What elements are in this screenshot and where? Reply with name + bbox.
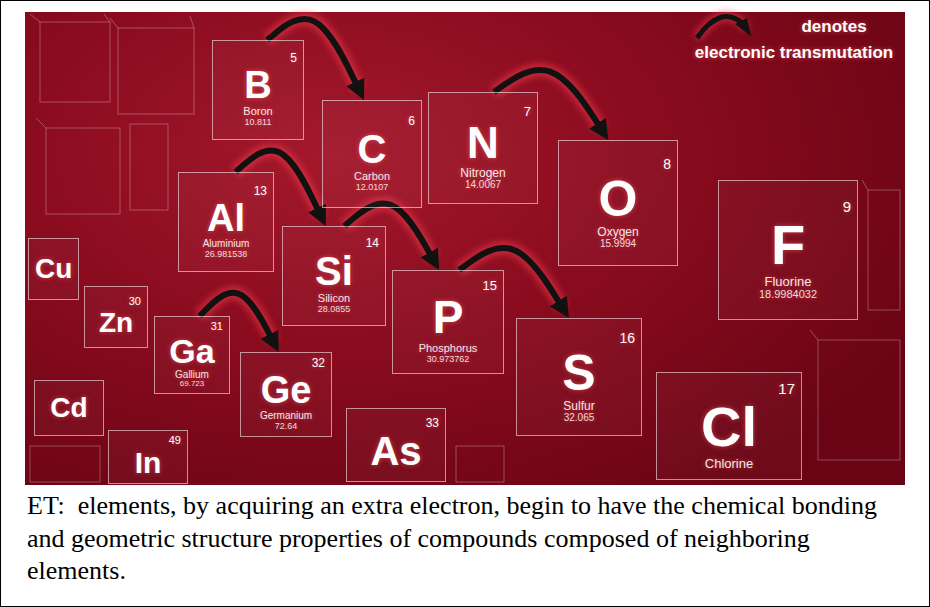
atomic-number: 17: [778, 381, 795, 397]
element-name: Nitrogen: [460, 167, 505, 180]
element-symbol: P: [433, 293, 464, 343]
element-tile: In 49: [108, 430, 188, 484]
legend-arrow: [683, 14, 763, 40]
element-symbol: Al: [207, 198, 245, 239]
element-name: Silicon: [318, 293, 350, 305]
element-name: Germanium: [260, 411, 312, 422]
atomic-number: 31: [211, 321, 223, 333]
element-name: Sulfur: [563, 400, 594, 413]
atomic-number: 14: [366, 237, 379, 250]
atomic-mass: 10.811: [245, 118, 272, 128]
atomic-number: 32: [312, 357, 325, 370]
element-tile: Ga31Gallium69.723: [154, 316, 230, 394]
element-tile: O 8Oxygen15.9994: [558, 140, 678, 266]
empty-tile: [46, 128, 120, 214]
element-name: Boron: [243, 106, 272, 118]
element-symbol: As: [370, 430, 421, 473]
element-tile: Si 14Silicon28.0855: [282, 226, 386, 326]
element-symbol: F: [771, 215, 805, 275]
empty-tile: [30, 446, 100, 482]
empty-tile: [456, 446, 504, 482]
element-name: Fluorine: [765, 275, 812, 289]
atomic-number: 13: [254, 185, 267, 198]
atomic-mass: 28.0855: [318, 305, 351, 315]
atomic-number: 15: [483, 279, 497, 293]
element-tile: C 6Carbon12.0107: [322, 100, 422, 208]
atomic-mass: 32.065: [564, 413, 595, 424]
atomic-number: 8: [663, 157, 671, 172]
element-tile: Zn30: [84, 286, 148, 348]
element-tile: As 33: [346, 408, 446, 482]
element-name: Phosphorus: [419, 343, 478, 355]
atomic-mass: 30.973762: [427, 355, 470, 365]
element-name: Gallium: [175, 370, 209, 381]
empty-tile: [130, 124, 168, 210]
caption: ET: elements, by acquiring an extra elec…: [27, 490, 897, 588]
empty-tile: [868, 190, 900, 310]
atomic-mass: 15.9994: [600, 239, 636, 250]
element-name: Aluminium: [203, 239, 250, 250]
atomic-number: 6: [408, 115, 415, 128]
element-symbol: Ga: [169, 333, 214, 370]
element-symbol: C: [358, 128, 387, 171]
atomic-mass: 18.9984032: [759, 289, 817, 301]
legend: denotes electronic transmutation: [683, 14, 905, 66]
element-symbol: Zn: [99, 308, 133, 338]
atomic-mass: 12.0107: [356, 183, 389, 193]
element-tile: Ge32Germanium72.64: [240, 352, 332, 437]
element-tile: Cd: [34, 380, 104, 436]
element-symbol: In: [135, 447, 162, 479]
element-symbol: Cu: [35, 254, 72, 284]
element-symbol: B: [244, 65, 271, 106]
element-tile: P 15Phosphorus30.973762: [392, 270, 504, 374]
atomic-number: 49: [169, 435, 181, 447]
atomic-mass: 69.723: [180, 380, 204, 389]
element-tile: F 9Fluorine18.9984032: [718, 180, 858, 320]
atomic-number: 33: [426, 417, 439, 430]
atomic-number: 30: [129, 296, 141, 308]
atomic-number: 7: [524, 105, 531, 119]
empty-tile: [118, 28, 194, 114]
element-symbol: Si: [315, 250, 353, 293]
element-symbol: O: [599, 172, 638, 226]
element-symbol: Ge: [261, 370, 312, 411]
element-tile: B 5Boron10.811: [212, 40, 304, 140]
atomic-mass: 26.981538: [205, 250, 248, 260]
element-name: Oxygen: [597, 226, 638, 239]
element-tile: S 16Sulfur32.065: [516, 318, 642, 436]
empty-tile: [40, 22, 110, 102]
element-symbol: N: [467, 119, 499, 167]
element-tile: Cu: [28, 238, 79, 300]
element-symbol: S: [562, 346, 595, 400]
element-tile: Cl 17Chlorine: [656, 372, 802, 480]
element-name: Carbon: [354, 171, 390, 183]
atomic-number: 5: [290, 52, 297, 65]
element-name: Chlorine: [705, 457, 753, 471]
element-symbol: Cl: [701, 397, 757, 457]
element-tile: Al 13Aluminium26.981538: [178, 172, 274, 272]
atomic-number: 16: [619, 331, 635, 346]
element-symbol: Cd: [50, 393, 87, 423]
empty-tile: [818, 340, 900, 460]
legend-text: denotes electronic transmutation: [695, 17, 893, 62]
atomic-number: 9: [843, 199, 851, 215]
element-tile: N 7Nitrogen14.0067: [428, 92, 538, 204]
atomic-mass: 72.64: [275, 422, 298, 432]
atomic-mass: 14.0067: [465, 180, 501, 191]
